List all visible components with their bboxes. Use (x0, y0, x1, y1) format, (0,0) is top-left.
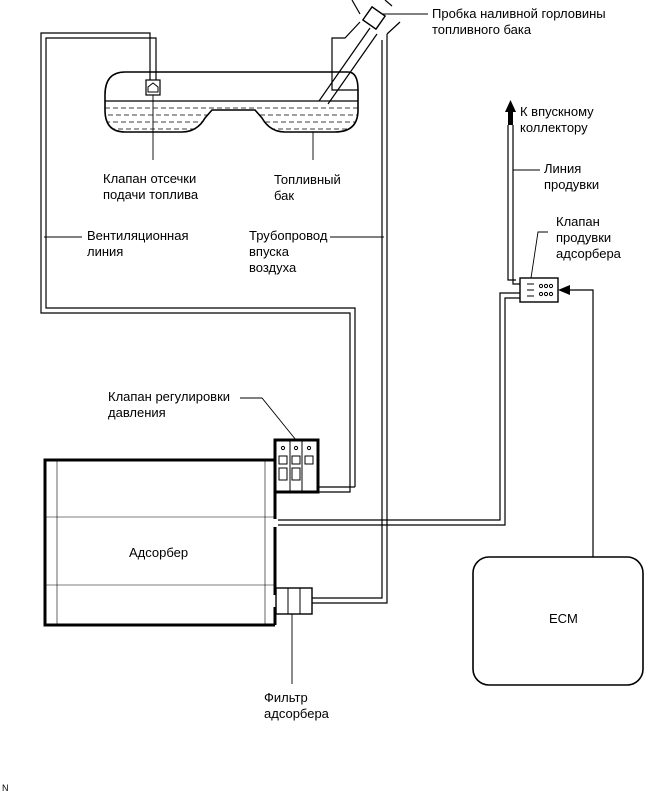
pressure-control-valve (273, 438, 320, 494)
pressure-valve-label-line1: Клапан регулировки (108, 389, 231, 404)
filter-label-line1: Фильтр (264, 690, 308, 705)
intake-pipe-label: Трубопровод впуска воздуха (249, 228, 327, 276)
canister-filter (275, 587, 313, 615)
purge-valve-label-line2: продувки (556, 230, 612, 245)
to-intake-label: К впускному коллектору (520, 104, 594, 136)
vent-line-label-line1: Вентиляционная (87, 228, 189, 243)
cutoff-valve-label-line2: подачи топлива (103, 187, 199, 202)
vent-line-label-line2: линия (87, 244, 124, 259)
filler-cap-label-line2: топливного бака (432, 22, 532, 37)
filler-cap-label-line1: Пробка наливной горловины (432, 6, 606, 21)
intake-arrow (505, 100, 516, 125)
vent-line-label: Вентиляционная линия (87, 228, 189, 260)
ecm-label: ECM (549, 611, 578, 626)
ecm-box (472, 556, 644, 686)
purge-line (276, 125, 522, 526)
canister (43, 458, 278, 627)
fuel-tank-label: Топливный бак (274, 172, 341, 204)
intake-pipe-label-line3: воздуха (249, 260, 297, 275)
ecm-signal-line (558, 285, 594, 557)
intake-pipe-label-line2: впуска (249, 244, 290, 259)
canister-label: Адсорбер (129, 545, 189, 560)
fuel-tank-label-line2: бак (274, 188, 295, 203)
air-intake-pipe (312, 0, 401, 604)
vent-line (40, 32, 356, 493)
fuel-cutoff-valve (145, 79, 161, 96)
purge-line-label: Линия продувки (544, 161, 599, 193)
to-intake-label-line2: коллектору (520, 120, 588, 135)
fuel-tank (104, 71, 359, 133)
footer-mark: N (2, 783, 9, 793)
purge-valve-label: Клапан продувки адсорбера (556, 214, 621, 262)
filler-cap-label: Пробка наливной горловины топливного бак… (432, 6, 606, 38)
to-intake-label-line1: К впускному (520, 104, 594, 119)
purge-valve-label-line1: Клапан (556, 214, 600, 229)
cutoff-valve-label-line1: Клапан отсечки (103, 171, 197, 186)
cutoff-valve-label: Клапан отсечки подачи топлива (103, 171, 198, 203)
purge-vsv (519, 277, 559, 303)
intake-pipe-label-line1: Трубопровод (249, 228, 328, 243)
purge-valve-label-line3: адсорбера (556, 246, 621, 261)
pressure-valve-label: Клапан регулировки давления (108, 389, 230, 421)
purge-line-label-line1: Линия (544, 161, 582, 176)
fuel-tank-label-line1: Топливный (274, 172, 341, 187)
filter-label: Фильтр адсорбера (264, 690, 329, 722)
leader-lines (44, 13, 548, 684)
filter-label-line2: адсорбера (264, 706, 329, 721)
fuel-filler-cap (361, 5, 387, 31)
pressure-valve-label-line2: давления (108, 405, 166, 420)
purge-line-label-line2: продувки (544, 177, 600, 192)
